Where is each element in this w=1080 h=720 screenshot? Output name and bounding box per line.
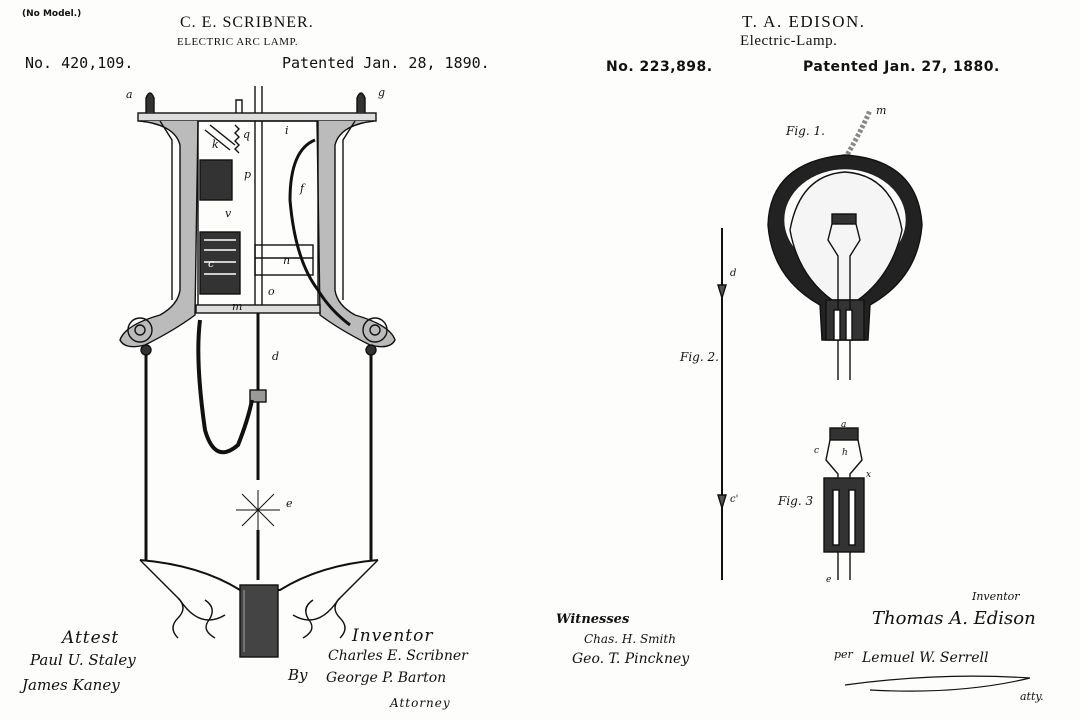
label-q: q bbox=[243, 128, 251, 141]
fig3-label: Fig. 3 bbox=[778, 494, 814, 508]
label-g: g bbox=[378, 86, 386, 99]
left-attest-label: Attest bbox=[62, 628, 120, 648]
right-inventor-signature: Thomas A. Edison bbox=[872, 608, 1036, 629]
label-o: o bbox=[268, 285, 275, 298]
fig2-label: Fig. 2. bbox=[680, 350, 719, 364]
right-patent-date: Patented Jan. 27, 1880. bbox=[803, 59, 1000, 75]
right-witness-2: Geo. T. Pinckney bbox=[572, 651, 690, 667]
right-attorney-suffix: atty. bbox=[1020, 690, 1044, 703]
left-attorney-label: Attorney bbox=[390, 696, 451, 710]
label-h-right: h bbox=[842, 448, 848, 458]
label-m-right: m bbox=[876, 104, 887, 117]
label-m: m bbox=[232, 300, 243, 313]
label-x-right: x bbox=[866, 470, 872, 480]
fig1-label: Fig. 1. bbox=[786, 124, 825, 138]
right-inventor-label: Inventor bbox=[972, 590, 1020, 603]
right-patent-number: No. 223,898. bbox=[606, 59, 713, 75]
label-d-right: d bbox=[730, 268, 737, 279]
label-c: c bbox=[208, 257, 215, 270]
label-n: n bbox=[283, 254, 291, 267]
label-k: k bbox=[212, 138, 219, 151]
label-c-right: c bbox=[814, 446, 820, 456]
right-attorney-signature: Lemuel W. Serrell bbox=[862, 650, 989, 666]
label-p: p bbox=[244, 168, 252, 181]
arc-lamp-drawing bbox=[119, 86, 396, 658]
label-i: i bbox=[285, 124, 289, 137]
left-inventor-signature: Charles E. Scribner bbox=[328, 648, 468, 664]
left-inventor-name: C. E. SCRIBNER. bbox=[180, 14, 314, 31]
left-attorney-signature: George P. Barton bbox=[326, 670, 447, 686]
right-per-label: per bbox=[834, 648, 853, 661]
right-witnesses-label: Witnesses bbox=[556, 612, 630, 627]
label-a: a bbox=[126, 88, 133, 101]
left-by-label: By bbox=[288, 666, 308, 684]
label-f: f bbox=[300, 182, 305, 195]
model-note: (No Model.) bbox=[22, 9, 82, 19]
label-a-right: a bbox=[841, 420, 847, 430]
right-inventor-name: T. A. EDISON. bbox=[742, 12, 866, 31]
left-patent-title: ELECTRIC ARC LAMP. bbox=[177, 36, 299, 48]
label-cprime-right: c' bbox=[730, 494, 739, 505]
left-patent-date: Patented Jan. 28, 1890. bbox=[282, 54, 490, 72]
label-e: e bbox=[286, 497, 293, 510]
left-witness-2: James Kaney bbox=[22, 676, 120, 694]
right-patent-title: Electric-Lamp. bbox=[740, 33, 838, 49]
right-witness-1: Chas. H. Smith bbox=[584, 632, 676, 646]
left-patent-number: No. 420,109. bbox=[25, 54, 134, 72]
label-e-right: e bbox=[826, 575, 832, 585]
left-witness-1: Paul U. Staley bbox=[30, 651, 136, 669]
left-inventor-label: Inventor bbox=[352, 626, 434, 646]
label-d: d bbox=[272, 350, 280, 363]
label-v: v bbox=[225, 207, 232, 220]
